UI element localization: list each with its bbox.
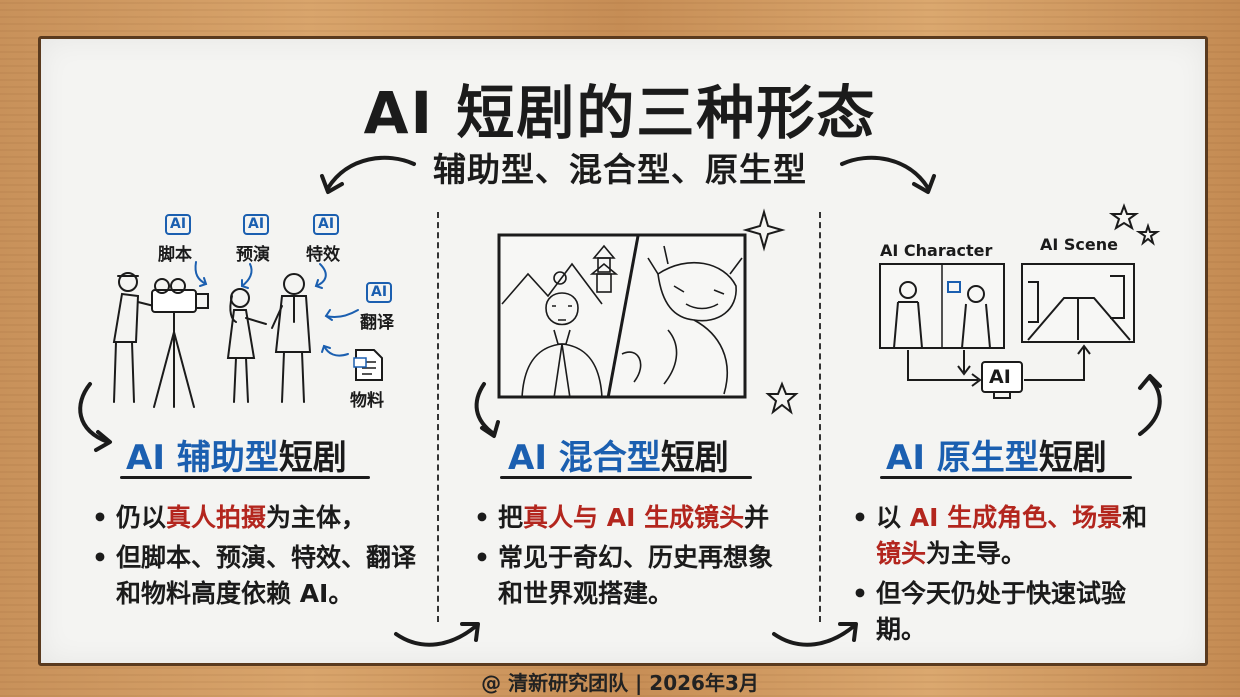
assisted-underline	[120, 476, 370, 479]
document-icon	[353, 349, 383, 381]
label-previs: 预演	[236, 245, 270, 265]
list-item: 仍以真人拍摄为主体，	[92, 500, 428, 536]
label-vfx: 特效	[306, 245, 340, 265]
label-materials: 物料	[350, 391, 384, 411]
hybrid-title: AI 混合型短剧	[508, 430, 729, 479]
ai-badge-translate: AI	[366, 282, 393, 303]
bottom-arrow-2-icon	[772, 622, 858, 647]
curved-arrow-1-icon	[78, 382, 112, 452]
native-title-prefix: AI 原生型	[886, 438, 1039, 478]
blue-arrows	[194, 261, 359, 357]
ai-badge-vfx: AI	[313, 214, 340, 235]
label-script: 脚本	[158, 245, 192, 265]
list-item: 但脚本、预演、特效、翻译和物料高度依赖 AI。	[92, 540, 428, 612]
label-ai-scene: AI Scene	[1040, 235, 1119, 254]
native-title-suffix: 短剧	[1038, 438, 1107, 478]
film-crew-sketch	[112, 272, 312, 408]
ai-badge-script: AI	[165, 214, 192, 235]
hybrid-underline	[500, 476, 752, 479]
assisted-title-prefix: AI 辅助型	[126, 438, 279, 478]
column-divider-1	[437, 212, 439, 622]
label-ai-character: AI Character	[880, 241, 993, 260]
bottom-arrow-1-icon	[394, 622, 480, 647]
assisted-bullets: 仍以真人拍摄为主体， 但脚本、预演、特效、翻译和物料高度依赖 AI。	[92, 500, 428, 616]
curved-arrow-3-icon	[1138, 374, 1162, 436]
curved-arrow-2-icon	[474, 382, 500, 438]
label-translate: 翻译	[360, 313, 394, 333]
star-icons	[1108, 203, 1161, 246]
hybrid-title-prefix: AI 混合型	[508, 438, 661, 478]
hybrid-title-suffix: 短剧	[660, 438, 729, 478]
native-illustration	[879, 263, 1135, 399]
footer-credit: @ 清新研究团队 | 2026年3月	[481, 671, 759, 695]
list-item: 但今天仍处于快速试验期。	[852, 576, 1172, 648]
left-curved-arrow-icon	[320, 155, 416, 194]
ai-monitor-label: AI	[989, 366, 1011, 388]
star-icon	[765, 381, 799, 415]
page-title: AI 短剧的三种形态	[363, 79, 877, 147]
sparkle-icon	[742, 208, 786, 252]
right-curved-arrow-icon	[840, 155, 936, 194]
native-underline	[880, 476, 1132, 479]
list-item: 把真人与 AI 生成镜头并	[474, 500, 792, 536]
native-title: AI 原生型短剧	[886, 430, 1107, 479]
list-item: 常见于奇幻、历史再想象和世界观搭建。	[474, 540, 792, 612]
hybrid-bullets: 把真人与 AI 生成镜头并 常见于奇幻、历史再想象和世界观搭建。	[474, 500, 792, 616]
assisted-title: AI 辅助型短剧	[126, 430, 347, 479]
ai-badge-previs: AI	[243, 214, 270, 235]
hybrid-scene-illustration	[497, 233, 747, 399]
page-subtitle: 辅助型、混合型、原生型	[433, 150, 807, 189]
assisted-title-suffix: 短剧	[278, 438, 347, 478]
column-divider-2	[819, 212, 821, 622]
